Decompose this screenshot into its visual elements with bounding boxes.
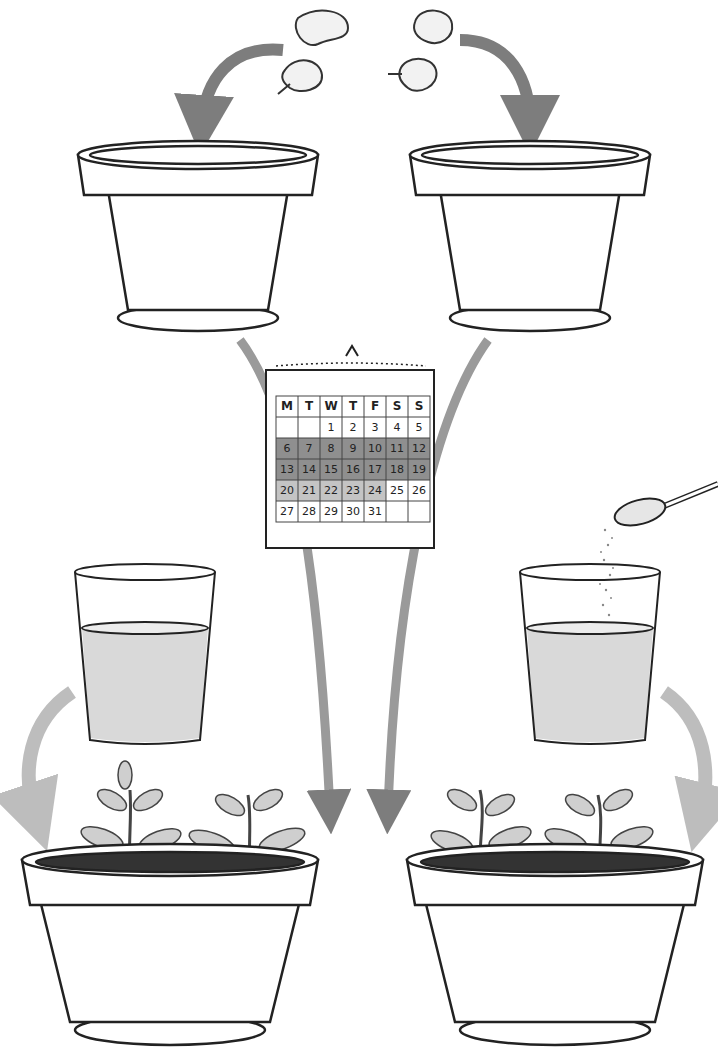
- planted-pots: [22, 844, 703, 1045]
- calendar-day: 25: [386, 480, 408, 501]
- calendar-day: 4: [386, 417, 408, 438]
- bean-seeds: [278, 11, 452, 94]
- calendar-day: 6: [276, 438, 298, 459]
- calendar-day: 31: [364, 501, 386, 522]
- calendar-day: 16: [342, 459, 364, 480]
- calendar-day: 26: [408, 480, 430, 501]
- calendar-day: 17: [364, 459, 386, 480]
- calendar-day: 22: [320, 480, 342, 501]
- calendar-day: 14: [298, 459, 320, 480]
- calendar-day: 21: [298, 480, 320, 501]
- calendar-day: 27: [276, 501, 298, 522]
- calendar-day: 15: [320, 459, 342, 480]
- calendar-day: 20: [276, 480, 298, 501]
- spoon: [599, 484, 718, 616]
- calendar-day: 10: [364, 438, 386, 459]
- calendar-day: 28: [298, 501, 320, 522]
- empty-pots: [78, 141, 650, 331]
- calendar-day: 11: [386, 438, 408, 459]
- sowing-arrows: [202, 40, 530, 125]
- weekday-label: T: [298, 396, 320, 417]
- weekday-label: S: [408, 396, 430, 417]
- calendar-day: 30: [342, 501, 364, 522]
- weekday-label: T: [342, 396, 364, 417]
- calendar-day: 5: [408, 417, 430, 438]
- calendar-day: 7: [298, 438, 320, 459]
- weekday-label: F: [364, 396, 386, 417]
- calendar-day: 1: [320, 417, 342, 438]
- calendar-day: 9: [342, 438, 364, 459]
- calendar-day: 8: [320, 438, 342, 459]
- calendar-day: 2: [342, 417, 364, 438]
- water-glasses: [75, 564, 660, 744]
- calendar-day: 19: [408, 459, 430, 480]
- calendar-day: 29: [320, 501, 342, 522]
- weekday-label: W: [320, 396, 342, 417]
- flow-lines: [240, 340, 488, 812]
- calendar-day: 18: [386, 459, 408, 480]
- weekday-label: S: [386, 396, 408, 417]
- calendar-day: 3: [364, 417, 386, 438]
- calendar-day: 13: [276, 459, 298, 480]
- calendar-day: 12: [408, 438, 430, 459]
- calendar: [266, 346, 434, 548]
- weekday-label: M: [276, 396, 298, 417]
- calendar-day: 24: [364, 480, 386, 501]
- calendar-day: 23: [342, 480, 364, 501]
